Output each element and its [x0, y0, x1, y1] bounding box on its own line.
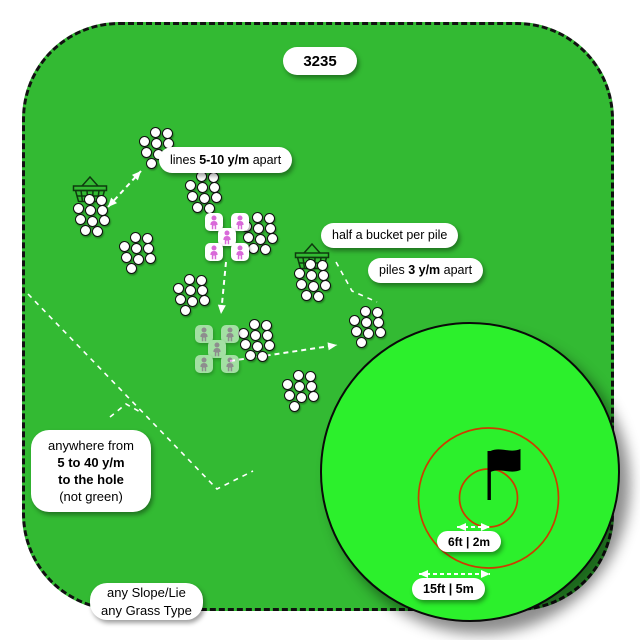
label-text-bold: 5 to 40 y/m	[57, 454, 125, 470]
label-text-bold: to the hole	[58, 472, 124, 487]
label-lines-apart: lines 5-10 y/m apart	[159, 147, 293, 173]
label-piles-apart: piles 3 y/m apart	[368, 258, 484, 283]
label-text-bold: 3 y/m	[408, 263, 441, 278]
green-rings-and-flag	[417, 427, 560, 569]
label-text: apart	[440, 263, 473, 278]
label-text: half a bucket per pile	[332, 228, 448, 243]
label-distance-range: anywhere from 5 to 40 y/m to the hole (n…	[31, 430, 151, 512]
label-text: anywhere from	[48, 437, 134, 453]
label-text: any Grass Type	[101, 602, 192, 618]
label-inner-radius: 6ft | 2m	[437, 531, 502, 552]
flagstick	[487, 451, 491, 500]
label-text: piles	[379, 263, 409, 278]
label-conditions: any Slope/Lie any Grass Type	[90, 583, 203, 620]
drill-number-badge: 3235	[283, 47, 357, 75]
label-text: apart	[249, 152, 282, 167]
label-text: any Slope/Lie	[107, 584, 186, 600]
label-half-bucket: half a bucket per pile	[321, 223, 459, 248]
outer-radius-ring	[417, 427, 560, 569]
label-outer-radius: 15ft | 5m	[412, 578, 485, 600]
flag-icon	[490, 449, 521, 472]
drill-number: 3235	[303, 52, 337, 70]
label-text-bold: 5-10 y/m	[199, 152, 250, 167]
label-text: (not green)	[59, 489, 123, 505]
label-text: lines	[170, 152, 200, 167]
label-text: 15ft | 5m	[423, 581, 474, 596]
putting-green	[320, 322, 620, 622]
label-text: 6ft | 2m	[448, 534, 491, 549]
